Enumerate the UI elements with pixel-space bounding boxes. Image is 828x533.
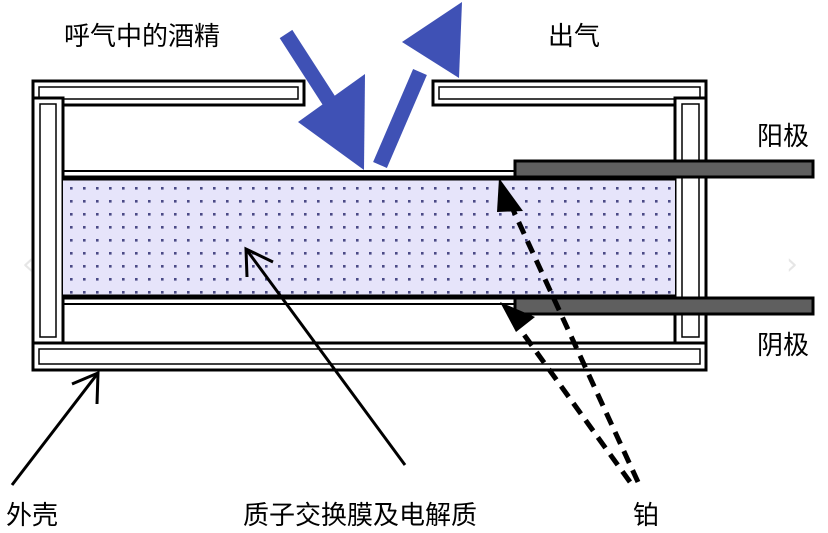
shell-bottom	[31, 341, 708, 372]
gas-out-arrow	[373, 2, 462, 168]
shell-top-left-inner	[38, 86, 299, 100]
shell-left-wall-inner	[39, 103, 57, 338]
shell-pointer-arrow	[10, 370, 100, 486]
label-breath-alcohol: 呼气中的酒精	[64, 22, 221, 52]
membrane-pointer-arrow	[244, 246, 407, 466]
chevron-right-icon: ›	[786, 247, 798, 282]
membrane-dots	[63, 179, 675, 296]
anode-electrode	[513, 159, 815, 179]
shell-bottom-inner	[38, 348, 701, 365]
platinum-pointer-arrow-top	[497, 178, 641, 484]
shell-top-right	[431, 79, 708, 107]
shell-top-right-inner	[438, 86, 701, 100]
label-gas-out: 出气	[548, 22, 601, 52]
chevron-left-icon: ‹	[22, 247, 34, 282]
label-cathode: 阴极	[757, 331, 810, 361]
platinum-pointer-arrow-bottom	[500, 302, 633, 484]
label-platinum: 铂	[633, 501, 660, 531]
shell-top-left	[31, 79, 306, 107]
label-shell: 外壳	[6, 501, 59, 531]
label-anode: 阳极	[757, 122, 810, 152]
cathode-electrode	[513, 296, 815, 316]
shell-left-wall	[31, 96, 65, 345]
label-membrane: 质子交换膜及电解质	[243, 501, 478, 531]
shell-right-wall-inner	[681, 103, 700, 338]
gas-in-arrow	[279, 29, 365, 170]
